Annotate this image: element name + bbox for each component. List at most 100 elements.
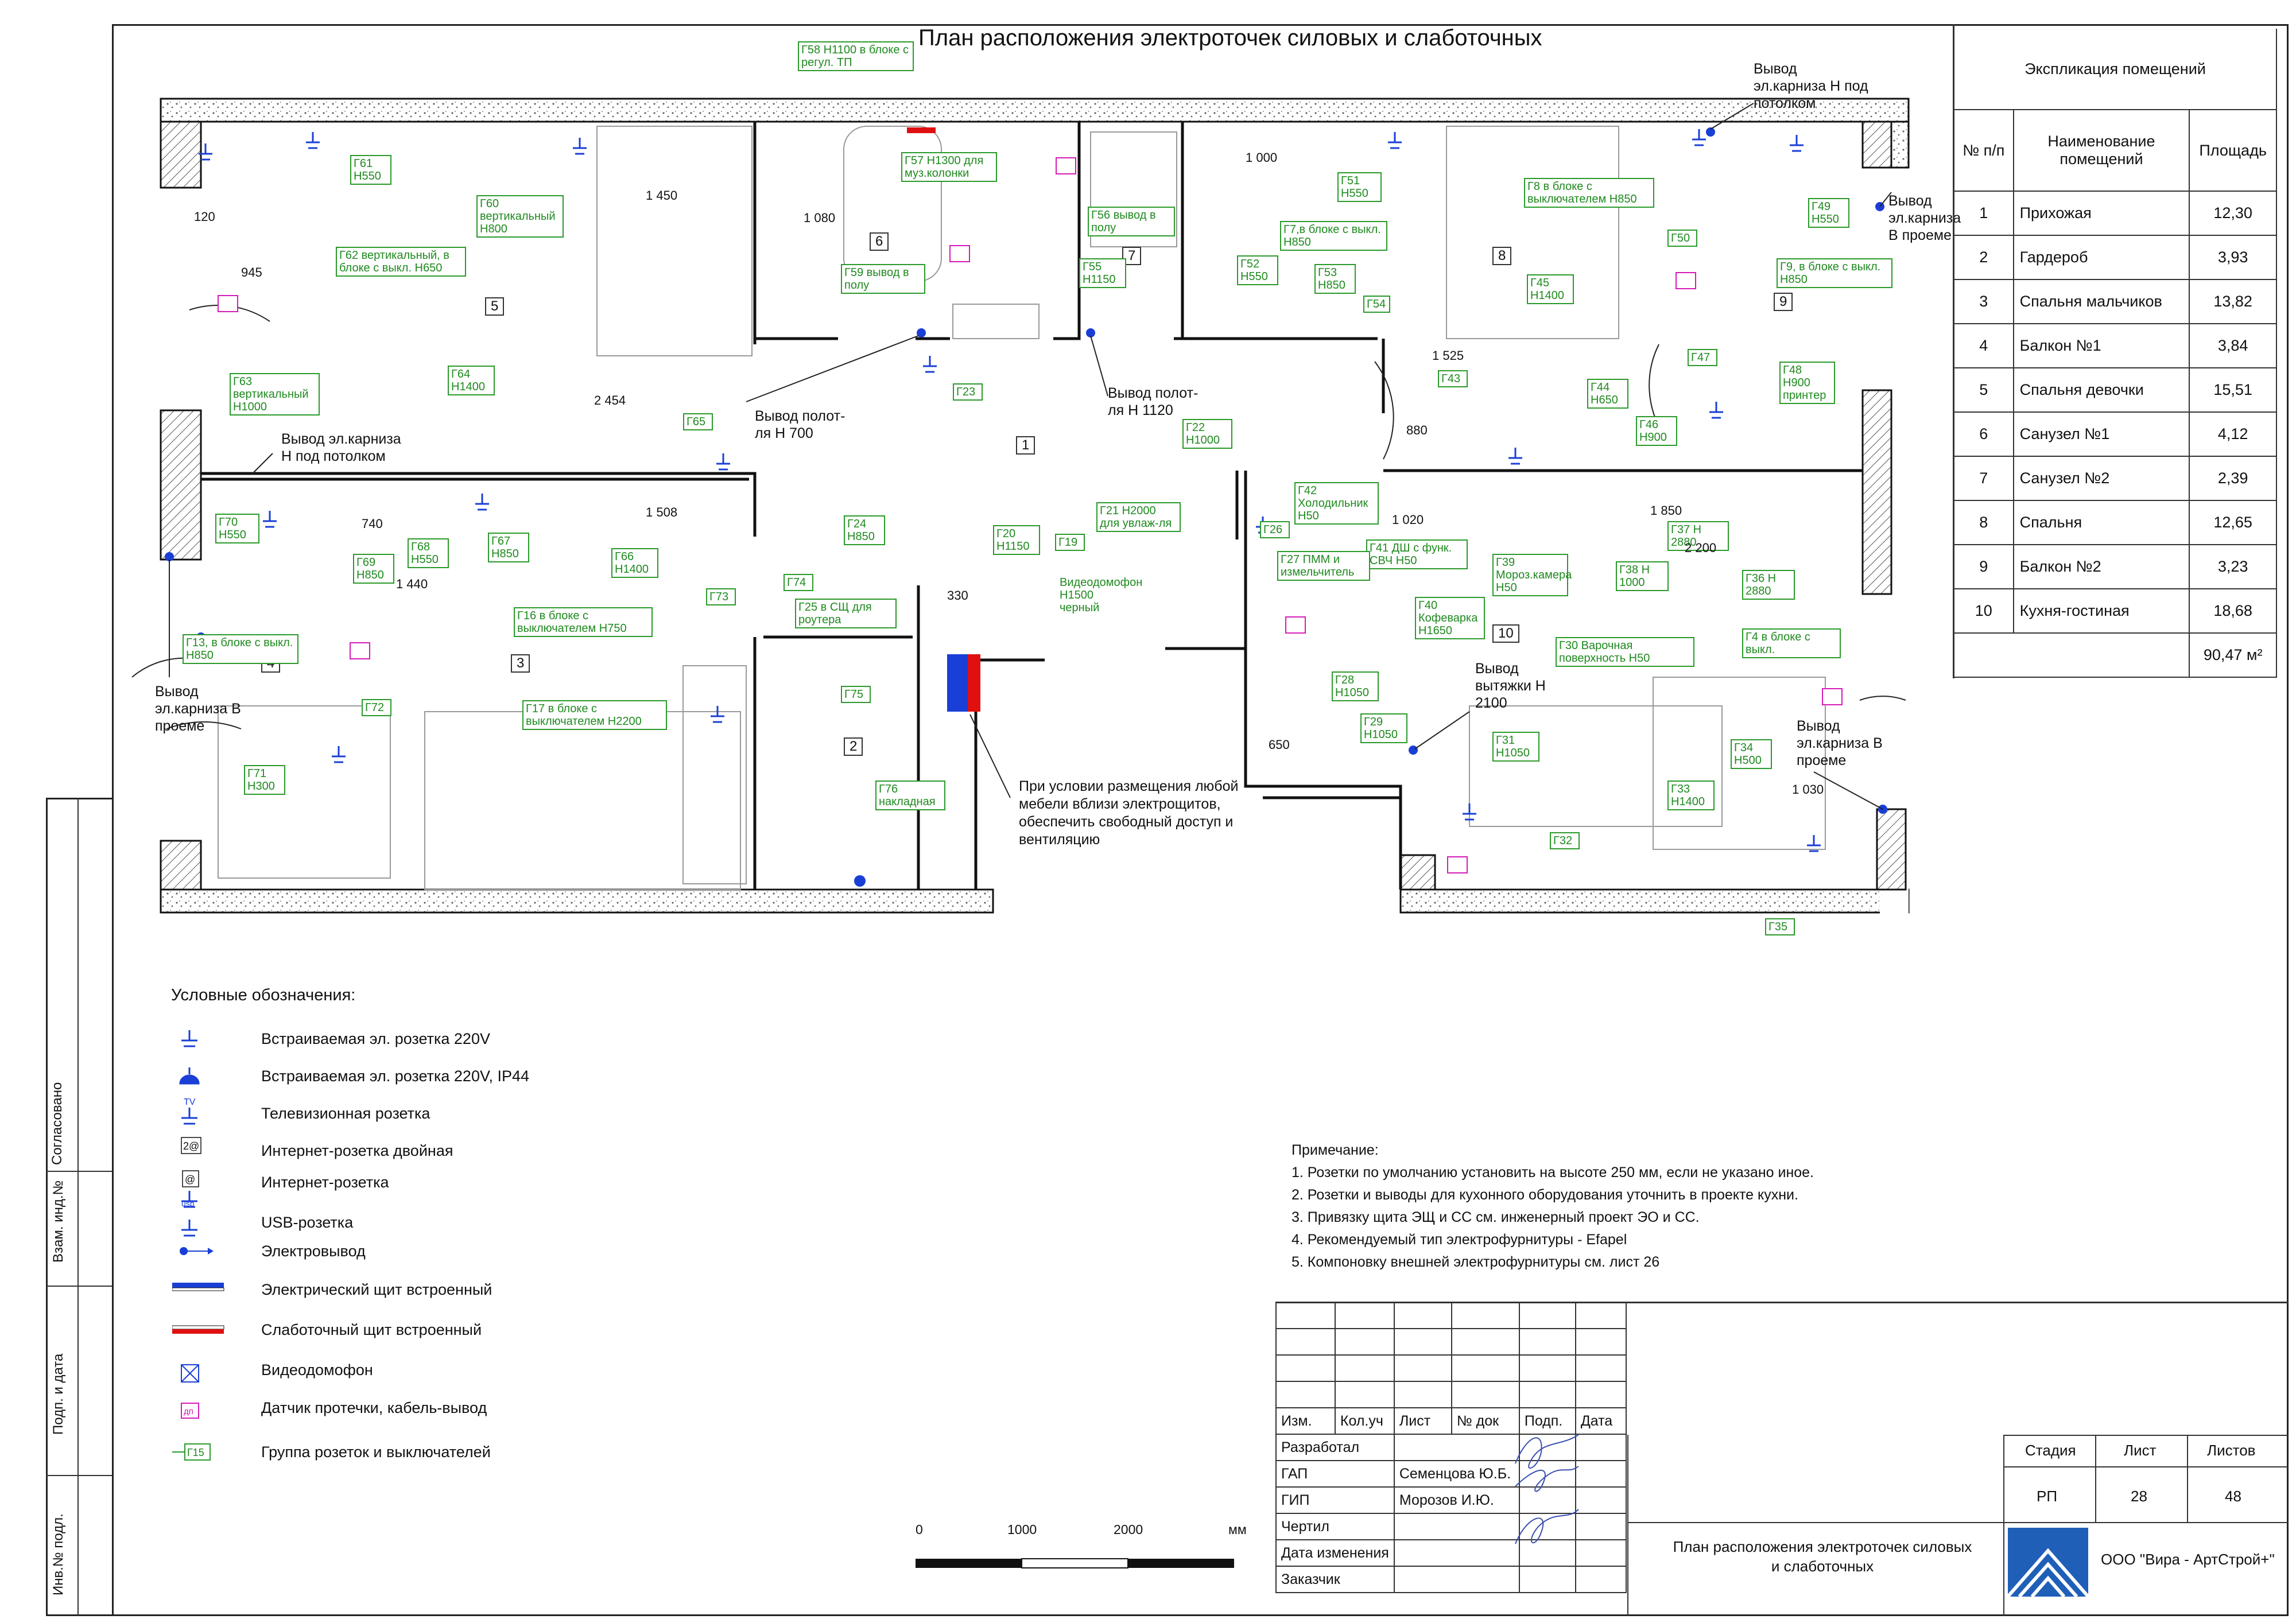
stamp-sheet: 28 (2131, 1488, 2147, 1505)
legend-item: Слаботочный щит встроенный (261, 1321, 482, 1338)
group-box: Г58 Н1100 в блоке с регул. ТП (798, 41, 914, 71)
group-box: Г72 (362, 699, 391, 716)
explication-col: № п/п (1953, 109, 2014, 192)
legend-sym-tv: TV (184, 1097, 196, 1107)
signatures (1515, 1434, 1579, 1544)
explication-table: Экспликация помещений № п/п Наименование… (1953, 29, 2277, 678)
group-box: Г67 Н850 (488, 533, 529, 562)
group-box: Г4 в блоке с выкл. (1742, 628, 1841, 658)
stamp-person (1393, 1539, 1520, 1567)
stamp-col: Дата (1574, 1407, 1627, 1435)
stamp-person: Семенцова Ю.Б. (1393, 1460, 1520, 1488)
cell: 3,93 (2189, 235, 2277, 280)
group-box: Г19 (1055, 534, 1085, 551)
stamp-stage-header: Стадия (2025, 1442, 2076, 1459)
group-box: Г34 Н500 (1731, 739, 1772, 769)
dimension: 1 450 (646, 188, 678, 203)
dimension: 1 030 (1792, 782, 1824, 797)
cell: Кухня-гостиная (2012, 588, 2190, 634)
group-box: Г64 Н1400 (448, 366, 495, 395)
cell: Прихожая (2012, 191, 2190, 236)
cell: 6 (1953, 411, 2014, 457)
group-box: Г21 Н2000 для увлаж-ля (1096, 502, 1181, 532)
group-box: Г17 в блоке с выключателем Н2200 (522, 700, 667, 730)
cell (1953, 632, 2190, 678)
cell: Гардероб (2012, 235, 2190, 280)
group-box: Г56 вывод в полу (1088, 207, 1175, 236)
group-box: Г57 Н1300 для муз.колонки (901, 152, 997, 182)
cell: 9 (1953, 544, 2014, 589)
stamp-col: Лист (1393, 1407, 1452, 1435)
room-number-3: 3 (511, 654, 530, 673)
group-box: Г68 Н550 (408, 538, 449, 568)
stamp-line (2095, 1435, 2096, 1522)
group-box: Г23 (953, 383, 983, 401)
group-box: Г25 в СЩ для роутера (795, 599, 897, 628)
callout-towel-rail-1: Вывод полот-ля Н 700 (755, 408, 846, 441)
stamp-line (2187, 1435, 2188, 1522)
group-box: Г38 Н 1000 (1616, 561, 1669, 591)
electro-outputs (165, 127, 1887, 887)
room-number-5: 5 (485, 297, 505, 316)
group-box: Г44 Н650 (1587, 379, 1628, 409)
leader-lines (169, 103, 1892, 810)
callout-cornice-2: Вывод эл.карниза Н под потолком (281, 431, 401, 464)
group-box: Г49 Н550 (1808, 198, 1849, 228)
group-box: Г73 (706, 588, 736, 605)
callout-towel-rail-2: Вывод полот-ля Н 1120 (1108, 385, 1199, 418)
sheet-frame (112, 24, 2289, 1616)
legend-item: USB-розетка (261, 1214, 354, 1231)
group-box: Г35 (1765, 918, 1795, 935)
dimension: 1 020 (1392, 512, 1424, 527)
dimension: 1 525 (1432, 348, 1464, 363)
room-number-9: 9 (1774, 293, 1793, 311)
stamp-company: ООО "Вира - АртСтрой+" (2101, 1551, 2275, 1568)
group-box: Г28 Н1050 (1332, 671, 1379, 701)
group-box: Г7,в блоке с выкл. Н850 (1280, 221, 1387, 251)
notes-block: Примечание: 1. Розетки по умолчанию уста… (1292, 1139, 1814, 1273)
group-box: Г62 вертикальный, в блоке с выкл. Н650 (336, 247, 466, 277)
note-line: 3. Привязку щита ЭЩ и СС см. инженерный … (1292, 1209, 1700, 1225)
stamp-role: ГИП (1275, 1486, 1395, 1514)
group-box: Г39 Мороз.камера Н50 (1492, 554, 1572, 596)
cell: 15,51 (2189, 367, 2277, 413)
group-box: Г24 Н850 (844, 515, 885, 545)
stamp-header-row: Изм. Кол.уч Лист № док Подп. Дата (1275, 1407, 1627, 1435)
group-box: Г70 Н550 (215, 514, 259, 543)
dimension: 1 850 (1650, 503, 1682, 518)
group-box: Г16 в блоке с выключателем Н750 (514, 607, 653, 637)
stamp-role: Разработал (1275, 1434, 1395, 1461)
group-box: Г50 (1667, 230, 1697, 247)
dimension: 945 (241, 265, 262, 279)
explication-total: 90,47 м² (2189, 632, 2277, 678)
group-box: Г52 Н550 (1237, 255, 1278, 285)
dimension: 1 508 (646, 505, 678, 519)
cell: 10 (1953, 588, 2014, 634)
side-line (46, 1171, 112, 1172)
note-line: 1. Розетки по умолчанию установить на вы… (1292, 1164, 1814, 1181)
dimension: 650 (1269, 737, 1290, 752)
group-box: Г69 Н850 (353, 554, 394, 584)
side-line (46, 1286, 112, 1287)
group-box: Г33 Н1400 (1667, 781, 1715, 810)
company-logo (2008, 1528, 2088, 1597)
stamp-line (2003, 1435, 2289, 1436)
dimension: 880 (1406, 423, 1428, 437)
group-box: Г36 Н 2880 (1742, 570, 1795, 600)
stamp-right-frame (1627, 1435, 2290, 1616)
outlet-symbols (199, 129, 1821, 852)
note-line: 4. Рекомендуемый тип электрофурнитуры - … (1292, 1232, 1627, 1248)
group-box: Г20 Н1150 (993, 525, 1040, 555)
explication-col: Наименование помещений (2012, 109, 2190, 192)
group-box: Г37 Н 2880 (1667, 521, 1729, 551)
group-box: Г51 Н550 (1337, 172, 1382, 202)
side-vzam: Взам. инд.№ (51, 1180, 66, 1263)
stamp-role: Чертил (1275, 1513, 1395, 1540)
